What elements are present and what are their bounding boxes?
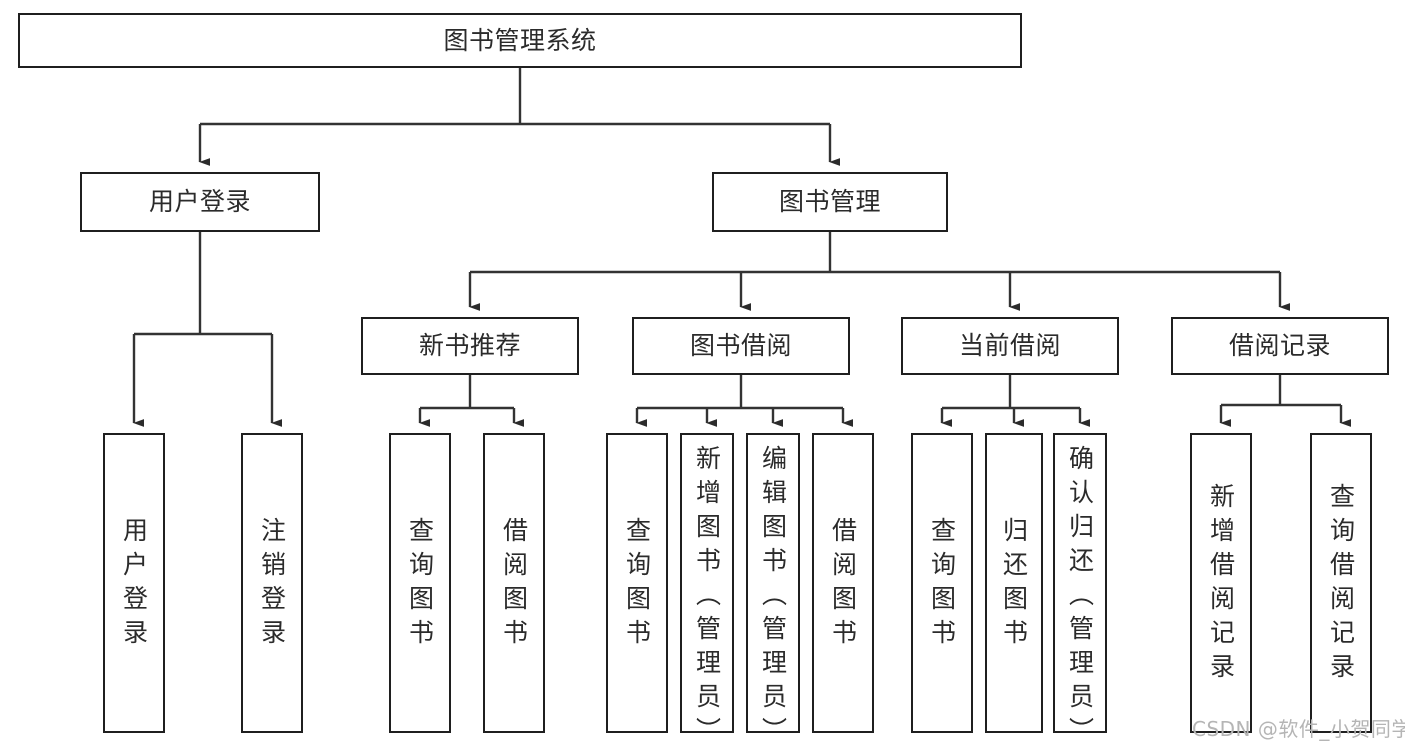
leaf-query-book-1-label: 查询图书: [405, 517, 435, 653]
leaf-return-book[interactable]: 归还图书: [985, 433, 1043, 733]
leaf-return-book-label: 归还图书: [999, 517, 1029, 653]
leaf-borrow-book-1[interactable]: 借阅图书: [483, 433, 545, 733]
leaf-query-book-3[interactable]: 查询图书: [911, 433, 973, 733]
node-root[interactable]: 图书管理系统: [18, 13, 1022, 68]
node-user-login-label: 用户登录: [148, 187, 251, 217]
node-user-login[interactable]: 用户登录: [80, 172, 320, 232]
node-new-book-rec[interactable]: 新书推荐: [361, 317, 579, 375]
leaf-user-login[interactable]: 用户登录: [103, 433, 165, 733]
node-borrow-record[interactable]: 借阅记录: [1171, 317, 1389, 375]
leaf-edit-book[interactable]: 编辑图书（管理员）: [746, 433, 800, 747]
leaf-query-record-label: 查询借阅记录: [1326, 483, 1356, 687]
node-book-borrow[interactable]: 图书借阅: [632, 317, 850, 375]
leaf-query-book-2[interactable]: 查询图书: [606, 433, 668, 733]
leaf-borrow-book-2-label: 借阅图书: [828, 517, 858, 653]
leaf-logout-label: 注销登录: [257, 517, 287, 653]
leaf-add-book[interactable]: 新增图书（管理员）: [680, 433, 734, 747]
node-current-borrow[interactable]: 当前借阅: [901, 317, 1119, 375]
leaf-logout[interactable]: 注销登录: [241, 433, 303, 733]
node-root-label: 图书管理系统: [443, 25, 597, 55]
leaf-confirm-return[interactable]: 确认归还（管理员）: [1053, 433, 1107, 747]
leaf-borrow-book-2[interactable]: 借阅图书: [812, 433, 874, 733]
leaf-edit-book-label: 编辑图书（管理员）: [758, 445, 788, 747]
node-book-manage-label: 图书管理: [778, 187, 881, 217]
node-book-borrow-label: 图书借阅: [689, 331, 792, 361]
node-new-book-rec-label: 新书推荐: [418, 331, 521, 361]
leaf-user-login-label: 用户登录: [119, 517, 149, 653]
node-book-manage[interactable]: 图书管理: [712, 172, 948, 232]
leaf-add-record-label: 新增借阅记录: [1206, 483, 1236, 687]
leaf-query-book-3-label: 查询图书: [927, 517, 957, 653]
node-current-borrow-label: 当前借阅: [958, 331, 1061, 361]
watermark: CSDN @软件_小贺同学: [1192, 717, 1405, 741]
leaf-query-book-1[interactable]: 查询图书: [389, 433, 451, 733]
leaf-borrow-book-1-label: 借阅图书: [499, 517, 529, 653]
node-borrow-record-label: 借阅记录: [1228, 331, 1331, 361]
leaf-query-book-2-label: 查询图书: [622, 517, 652, 653]
leaf-add-record[interactable]: 新增借阅记录: [1190, 433, 1252, 733]
leaf-confirm-return-label: 确认归还（管理员）: [1065, 445, 1095, 747]
leaf-query-record[interactable]: 查询借阅记录: [1310, 433, 1372, 733]
leaf-add-book-label: 新增图书（管理员）: [692, 445, 722, 747]
